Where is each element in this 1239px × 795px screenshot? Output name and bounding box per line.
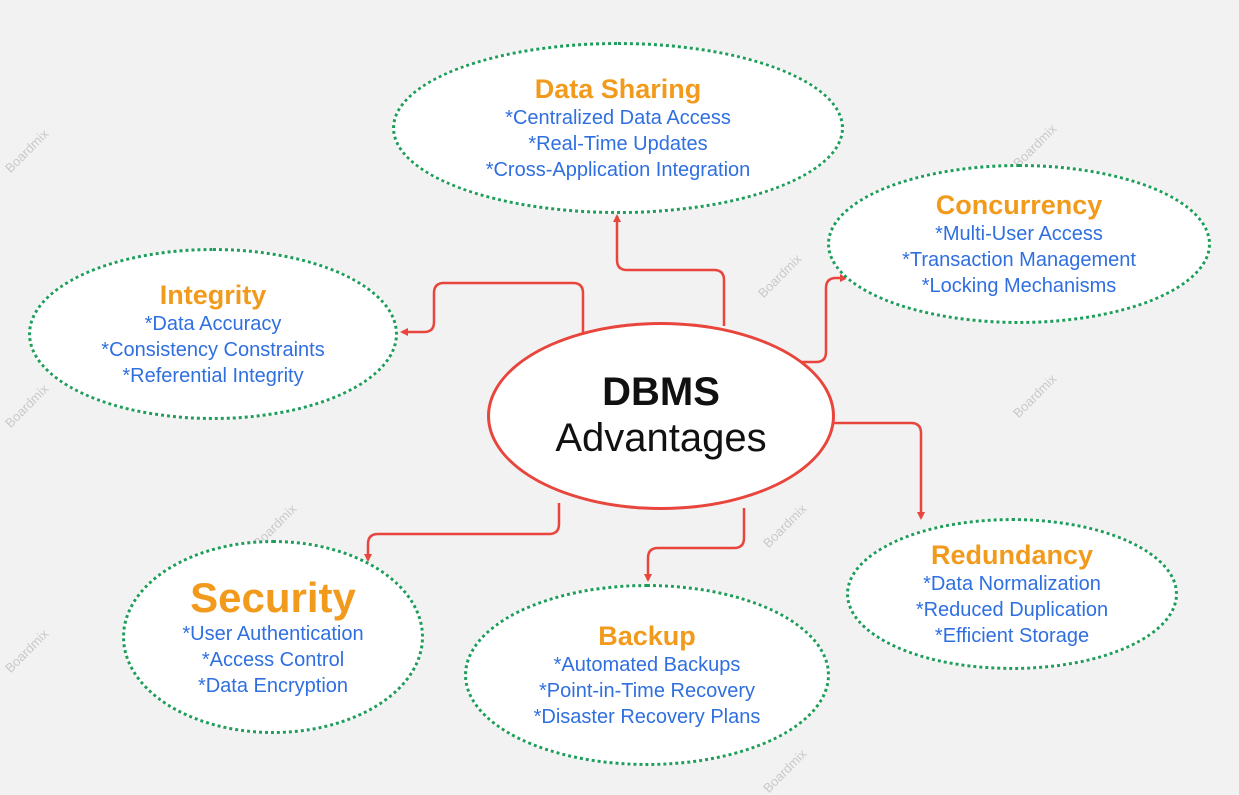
node-item: *Referential Integrity [122,365,304,387]
node-title: Redundancy [930,540,1094,570]
node-item: *Locking Mechanisms [921,275,1117,297]
node-item: *Data Encryption [197,675,349,697]
connector-backup [644,508,746,582]
node-data-sharing[interactable]: Data Sharing *Centralized Data Access *R… [392,42,844,214]
connector-security [364,503,561,562]
node-item: *Reduced Duplication [915,599,1109,621]
node-integrity[interactable]: Integrity *Data Accuracy *Consistency Co… [28,248,398,420]
node-security[interactable]: Security *User Authentication *Access Co… [122,540,424,734]
connector-data-sharing [613,214,726,326]
node-item: *Real-Time Updates [528,133,708,155]
node-concurrency[interactable]: Concurrency *Multi-User Access *Transact… [827,164,1211,324]
node-item: *Point-in-Time Recovery [539,680,755,702]
connector-integrity [400,281,585,336]
node-item: *Automated Backups [553,654,741,676]
node-redundancy[interactable]: Redundancy *Data Normalization *Reduced … [846,518,1178,670]
node-item: *Multi-User Access [935,223,1103,245]
node-item: *User Authentication [182,623,364,645]
center-title-line1: DBMS [602,370,720,414]
node-title: Concurrency [935,190,1103,220]
center-node-dbms-advantages[interactable]: DBMS Advantages [487,322,835,510]
node-title: Data Sharing [534,74,702,104]
node-item: *Disaster Recovery Plans [533,706,761,728]
node-title: Security [190,574,356,621]
connector-redundancy [834,421,925,520]
node-backup[interactable]: Backup *Automated Backups *Point-in-Time… [464,584,830,766]
node-title: Integrity [159,280,267,310]
connector-concurrency [801,274,848,364]
node-item: *Cross-Application Integration [485,159,751,181]
node-item: *Data Normalization [923,573,1101,595]
node-title: Backup [598,621,696,651]
center-title-line2: Advantages [555,416,767,460]
node-item: *Consistency Constraints [101,339,325,361]
node-item: *Efficient Storage [934,625,1090,647]
node-item: *Access Control [201,649,345,671]
node-item: *Transaction Management [902,249,1136,271]
node-item: *Centralized Data Access [505,107,731,129]
node-item: *Data Accuracy [144,313,282,335]
